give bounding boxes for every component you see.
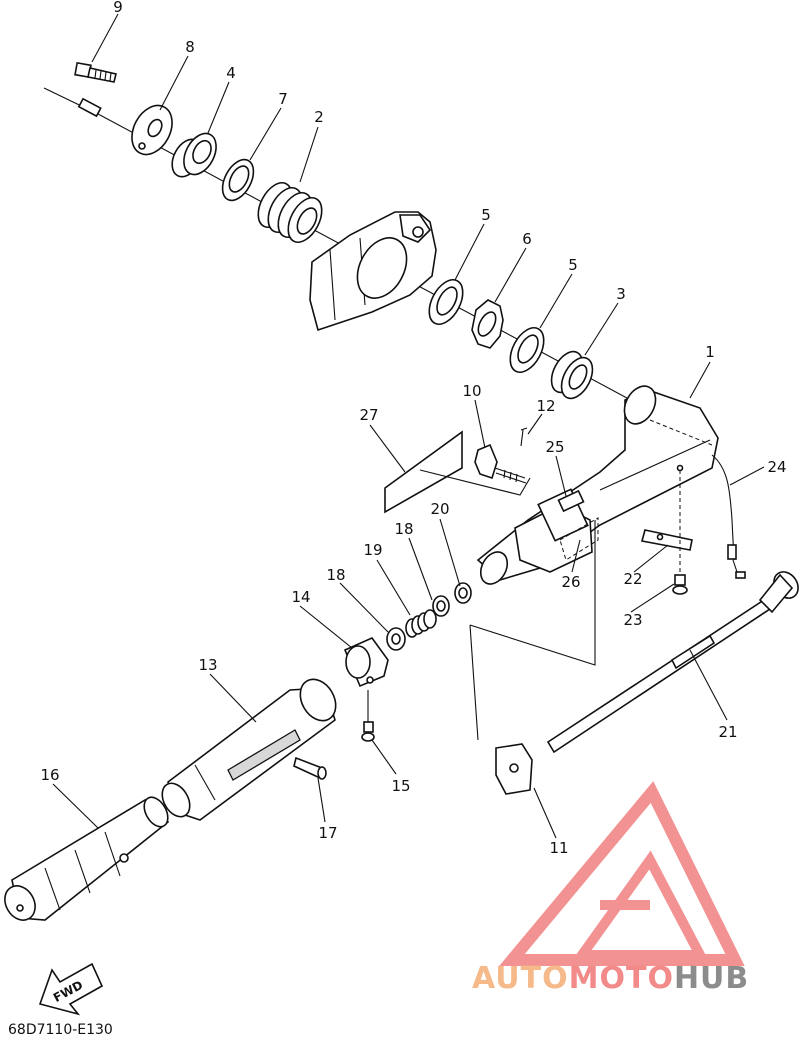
- part-13-grip-body: [161, 678, 337, 821]
- part-8-plate: [131, 104, 173, 156]
- part-5-washer-b: [509, 327, 545, 373]
- callout-9: 9: [113, 0, 123, 16]
- part-5-washer-a: [428, 279, 464, 325]
- steering-bracket: [309, 211, 437, 332]
- part-2-friction-piece: [257, 182, 323, 243]
- callout-21: 21: [718, 723, 737, 741]
- part-14-collar: [343, 637, 389, 688]
- callout-20: 20: [430, 500, 449, 518]
- callout-17: 17: [318, 824, 337, 842]
- part-27-decal: [384, 430, 463, 514]
- part-20-nut: [454, 582, 472, 604]
- part-22-bracket-plate: [640, 464, 693, 575]
- callout-15: 15: [391, 777, 410, 795]
- part-18-washer-upper: [432, 595, 450, 617]
- part-12-pin: [520, 427, 528, 447]
- part-1-tiller-handle: [476, 385, 719, 585]
- part-17-screw: [293, 756, 327, 780]
- part-11-bracket: [495, 743, 533, 795]
- callout-labels: 1 2 3 4 5 5 6 7 8 9 10 11 12 13 14 15 16…: [40, 0, 786, 857]
- callout-22: 22: [623, 570, 642, 588]
- callout-26: 26: [561, 573, 580, 591]
- part-3-bushing: [550, 350, 594, 400]
- callout-8: 8: [185, 38, 195, 56]
- part-10-friction-knob: [474, 443, 527, 484]
- callout-24: 24: [767, 458, 786, 476]
- callout-11: 11: [549, 839, 568, 857]
- callout-3: 3: [616, 285, 626, 303]
- watermark-auto: AUTO: [472, 961, 569, 996]
- callout-5-a: 5: [481, 206, 491, 224]
- callout-5-b: 5: [568, 256, 578, 274]
- part-26-plate: [559, 517, 599, 561]
- part-21-shaft: [546, 571, 799, 754]
- watermark-moto: MOTO: [569, 961, 674, 996]
- drawing-code: 68D7110-E130: [8, 1022, 113, 1038]
- callout-2: 2: [314, 108, 324, 126]
- leader-lines: [52, 13, 765, 839]
- callout-10: 10: [462, 382, 481, 400]
- callout-16: 16: [40, 766, 59, 784]
- part-16-grip: [4, 796, 170, 921]
- callout-7: 7: [278, 90, 288, 108]
- part-25-plate: [557, 489, 585, 513]
- callout-12: 12: [536, 397, 555, 415]
- part-24-stop-switch-lead: [711, 454, 746, 579]
- callout-13: 13: [198, 656, 217, 674]
- callout-18-b: 18: [394, 520, 413, 538]
- part-9-bolt: [74, 61, 117, 83]
- assembly-guide-lines: [419, 469, 596, 741]
- callout-27: 27: [359, 406, 378, 424]
- part-23-screw: [672, 574, 688, 595]
- fwd-arrow-icon: FWD: [38, 962, 104, 1016]
- callout-18-a: 18: [326, 566, 345, 584]
- part-4-bushing: [171, 132, 217, 178]
- part-18-washer-lower: [386, 627, 406, 651]
- callout-6: 6: [522, 230, 532, 248]
- callout-23: 23: [623, 611, 642, 629]
- part-15-screw: [361, 690, 375, 742]
- part-6-wave-washer: [471, 299, 504, 349]
- part-7-washer: [221, 158, 255, 202]
- callout-14: 14: [291, 588, 310, 606]
- watermark-wordmark: AUTOMOTOHUB: [472, 961, 749, 996]
- callout-1: 1: [705, 343, 715, 361]
- part-19-spring: [405, 609, 437, 638]
- callout-19: 19: [363, 541, 382, 559]
- watermark-logo: [499, 781, 745, 966]
- callout-25: 25: [545, 438, 564, 456]
- callout-4: 4: [226, 64, 236, 82]
- watermark-hub: HUB: [674, 961, 749, 996]
